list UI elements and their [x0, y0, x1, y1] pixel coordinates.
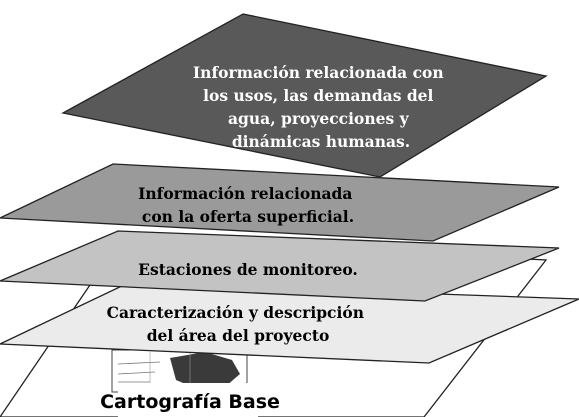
layer-water-uses-label-line-1: Información relacionada con [193, 63, 444, 82]
layer-surface-supply-label-line-1: Información relacionada [138, 184, 352, 203]
layer-water-uses-label-line-2: los usos, las demandas del [203, 86, 433, 105]
layer-project-area: Caracterización y descripción del área d… [0, 282, 579, 364]
layer-monitoring-panel [0, 230, 560, 302]
layer-water-uses: Información relacionada con los usos, la… [61, 13, 548, 178]
layer-monitoring-label: Estaciones de monitoreo. [138, 260, 358, 279]
layer-water-uses-label-line-3: agua, proyecciones y [228, 109, 410, 128]
layer-project-area-label-line-1: Caracterización y descripción [107, 303, 364, 322]
layer-surface-supply-label-line-2: con la oferta superficial. [142, 207, 354, 226]
layer-water-uses-panel [61, 13, 548, 178]
layer-project-area-label: Caracterización y descripción del área d… [107, 303, 370, 345]
layer-monitoring: Estaciones de monitoreo. [0, 230, 560, 302]
layer-surface-supply-panel [0, 163, 560, 242]
layer-project-area-label-line-2: del área del proyecto [147, 326, 330, 345]
layer-water-uses-label-line-4: dinámicas humanas. [232, 132, 410, 151]
layer-water-uses-label: Información relacionada con los usos, la… [193, 63, 449, 151]
layer-surface-supply-label: Información relacionada con la oferta su… [138, 184, 358, 226]
layer-surface-supply: Información relacionada con la oferta su… [0, 163, 560, 242]
layer-monitoring-label-line: Estaciones de monitoreo. [138, 260, 358, 279]
layer-base-label: Cartografía Base [100, 391, 280, 413]
layer-base-label-line: Cartografía Base [100, 391, 280, 413]
